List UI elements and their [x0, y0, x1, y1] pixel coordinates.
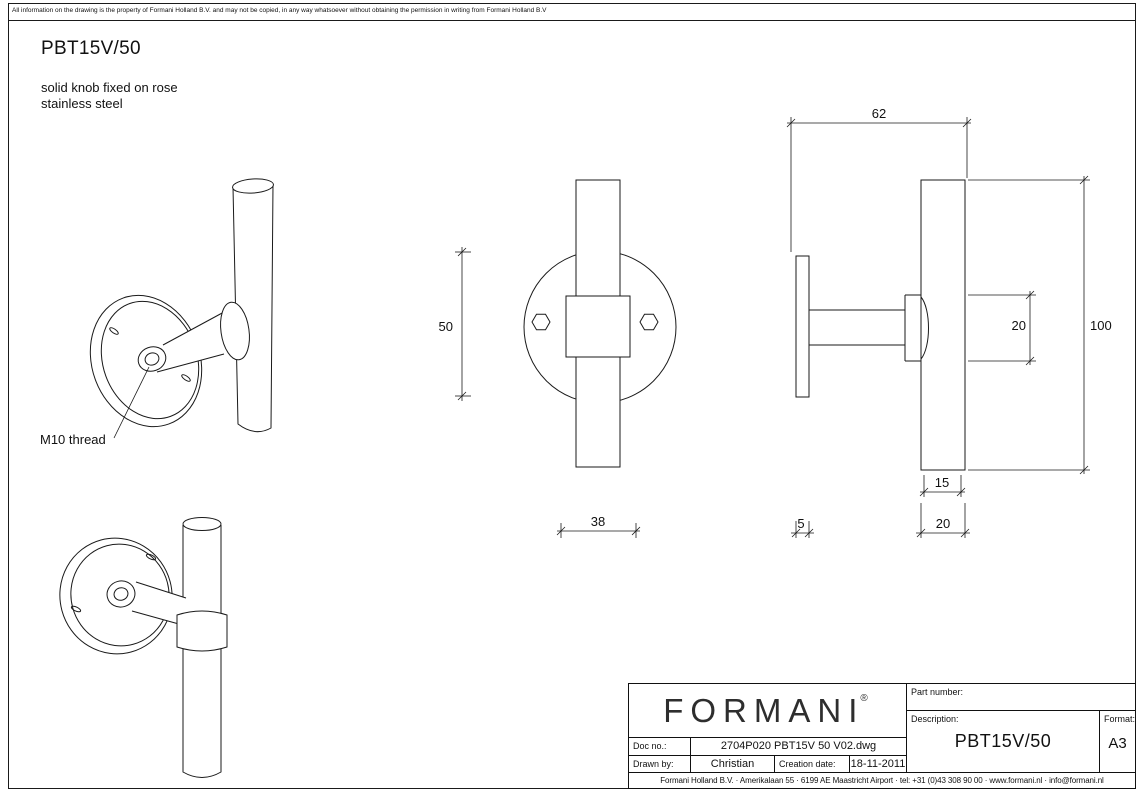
drawing-title: PBT15V/50	[41, 38, 141, 59]
subtitle-line2: stainless steel	[41, 96, 123, 111]
formani-logo: FORMANI®	[629, 684, 907, 738]
subtitle-line1: solid knob fixed on rose	[41, 80, 178, 95]
dim-100-label: 100	[1090, 318, 1112, 333]
dim-62-label: 62	[872, 106, 886, 121]
dimension-total-depth: 62	[786, 106, 972, 252]
logo-text: FORMANI	[663, 691, 865, 729]
doc-no-value: 2704P020 PBT15V 50 V02.dwg	[720, 740, 877, 752]
view-front	[523, 179, 677, 468]
drawn-by-row: Drawn by: Christian Creation date: 18-11…	[629, 756, 907, 772]
dimension-rose-diameter: 50	[439, 247, 471, 401]
dim-38-label: 38	[591, 514, 605, 529]
view-side	[795, 179, 966, 471]
format-label: Format:	[1104, 714, 1136, 724]
drawn-by-value: Christian	[691, 756, 775, 772]
view-perspective-top	[89, 178, 274, 433]
title-block: FORMANI® Doc no.: 2704P020 PBT15V 50 V02…	[628, 683, 1136, 789]
dimension-rose-thickness: 5	[791, 516, 814, 538]
dim-50-label: 50	[439, 319, 453, 334]
dimension-collar-height: 20	[968, 290, 1036, 366]
part-number-cell: Part number:	[907, 684, 1135, 711]
drawn-by-label: Drawn by:	[629, 756, 691, 772]
description-cell: Description: PBT15V/50	[907, 711, 1099, 772]
dimension-knob-length: 100	[968, 175, 1112, 475]
description-label: Description:	[911, 714, 959, 724]
dim-20-collar-label: 20	[1012, 318, 1026, 333]
format-value: A3	[1108, 735, 1127, 752]
dim-20-bottom-label: 20	[936, 516, 950, 531]
sheet-border	[8, 3, 1136, 789]
drawing-subtitle: solid knob fixed on rose stainless steel	[41, 80, 178, 112]
creation-date-label: Creation date:	[775, 756, 850, 772]
dim-15-label: 15	[935, 475, 949, 490]
dim-5-label: 5	[797, 516, 804, 531]
part-number-label: Part number:	[911, 687, 964, 697]
dimension-bar-dia-top: 15	[919, 475, 966, 497]
format-cell: Format: A3	[1099, 711, 1135, 772]
m10-leader-line	[113, 366, 150, 439]
company-footer: Formani Holland B.V. · Amerikalaan 55 · …	[629, 772, 1135, 788]
dimension-bar-dia-bottom: 20	[916, 503, 970, 538]
doc-no-label: Doc no.:	[629, 738, 691, 755]
registered-mark-icon: ®	[860, 693, 868, 704]
view-perspective-bottom	[59, 517, 228, 778]
creation-date-value: 18-11-2011	[850, 758, 906, 770]
description-value: PBT15V/50	[954, 731, 1052, 751]
dimension-front-width: 38	[556, 514, 641, 538]
copyright-disclaimer: All information on the drawing is the pr…	[12, 7, 547, 14]
doc-no-row: Doc no.: 2704P020 PBT15V 50 V02.dwg	[629, 738, 907, 756]
m10-thread-label: M10 thread	[40, 432, 106, 447]
